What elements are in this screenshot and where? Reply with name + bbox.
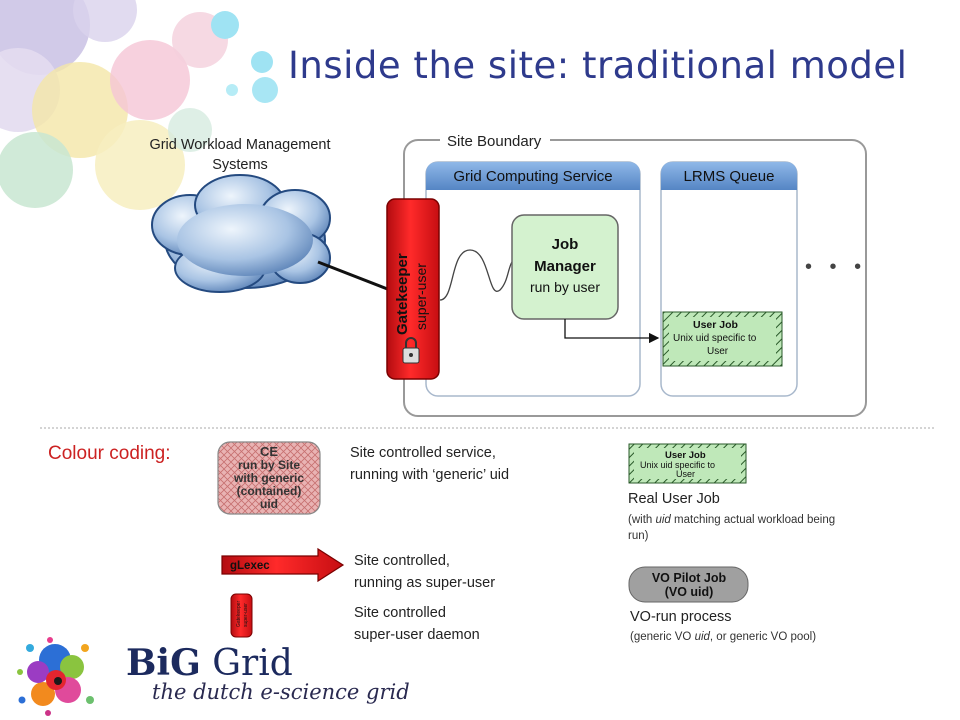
site-boundary-label: Site Boundary (447, 133, 542, 150)
svg-text:Manager: Manager (534, 258, 596, 275)
gwms-label-line2: Systems (212, 157, 268, 173)
ce-description-line2: running with ‘generic’ uid (350, 467, 510, 483)
job-manager-box: Job Manager run by user (511, 214, 619, 320)
svg-text:User Job: User Job (665, 450, 706, 461)
gcs-header: Grid Computing Service (453, 168, 612, 185)
svg-text:User Job: User Job (693, 319, 738, 331)
glexec-description-line1: Site controlled, (354, 553, 450, 569)
vo-run-note: (generic VO uid, or generic VO pool) (630, 631, 817, 643)
ce-description-line1: Site controlled service, (350, 445, 496, 461)
svg-text:super-user: super-user (413, 263, 429, 330)
gatekeeper-job-manager-connector (439, 249, 513, 301)
real-user-job-note-line1: (with uid matching actual workload being (628, 514, 836, 526)
svg-text:run by Site: run by Site (238, 458, 300, 472)
daemon-description-line1: Site controlled (354, 605, 446, 621)
svg-text:CE: CE (260, 444, 278, 459)
cloud-icon (151, 174, 331, 293)
svg-text:Job: Job (552, 236, 579, 253)
legend-glexec-arrow: gLexec (221, 547, 345, 583)
user-job-box: User Job Unix uid specific to User (662, 311, 783, 367)
logo-tagline: the dutch e-science grid (152, 680, 410, 704)
svg-text:User: User (707, 346, 729, 357)
bigrid-logo-icon (17, 637, 94, 716)
lrms-header: LRMS Queue (684, 168, 775, 185)
svg-text:uid: uid (260, 497, 278, 511)
colour-coding-label: Colour coding: (48, 443, 171, 464)
legend-ce-box: CE run by Site with generic (contained) … (217, 441, 321, 515)
daemon-description: Site controlled super-user daemon (354, 604, 480, 645)
lock-icon (402, 337, 420, 364)
vo-run-label: VO-run process (630, 609, 732, 625)
legend-daemon-icon: Gatekeeper super-user (230, 593, 253, 638)
bigrid-logo: BiG Grid the dutch e-science grid (126, 642, 410, 704)
legend-user-job-box: User Job Unix uid specific to User (628, 443, 747, 484)
job-manager-to-user-job-arrow (564, 319, 660, 344)
gatekeeper: Gatekeeper super-user (386, 198, 440, 380)
svg-text:User: User (676, 469, 695, 479)
svg-text:run by user: run by user (530, 279, 600, 295)
decorative-blobs (0, 0, 278, 210)
gwms-label: Grid Workload Management (149, 137, 330, 153)
svg-text:VO Pilot Job: VO Pilot Job (652, 571, 727, 585)
real-user-job-label: Real User Job (628, 491, 720, 507)
svg-text:Gatekeeper: Gatekeeper (236, 601, 242, 627)
cloud-connection-line (317, 260, 391, 292)
svg-text:(contained): (contained) (237, 484, 302, 498)
svg-text:(VO uid): (VO uid) (665, 585, 714, 599)
real-user-job-note: (with uid matching actual workload being… (628, 512, 835, 544)
glexec-description: Site controlled, running as super-user (354, 552, 495, 593)
page-title: Inside the site: traditional model (288, 44, 908, 87)
real-user-job-note-line2: run) (628, 530, 649, 542)
svg-text:Gatekeeper: Gatekeeper (394, 253, 411, 335)
legend-vo-pilot-box: VO Pilot Job (VO uid) (628, 566, 749, 603)
daemon-description-line2: super-user daemon (354, 627, 480, 643)
svg-text:super-user: super-user (243, 603, 249, 627)
svg-text:gLexec: gLexec (230, 560, 270, 572)
more-queues-ellipsis: • • • (805, 256, 868, 278)
svg-text:Unix uid specific to: Unix uid specific to (640, 460, 715, 470)
svg-text:with generic: with generic (233, 471, 304, 485)
ce-description: Site controlled service, running with ‘g… (350, 444, 509, 485)
glexec-description-line2: running as super-user (354, 575, 496, 591)
logo-wordmark: BiG Grid (126, 642, 293, 684)
svg-text:Unix uid specific to: Unix uid specific to (673, 333, 757, 344)
